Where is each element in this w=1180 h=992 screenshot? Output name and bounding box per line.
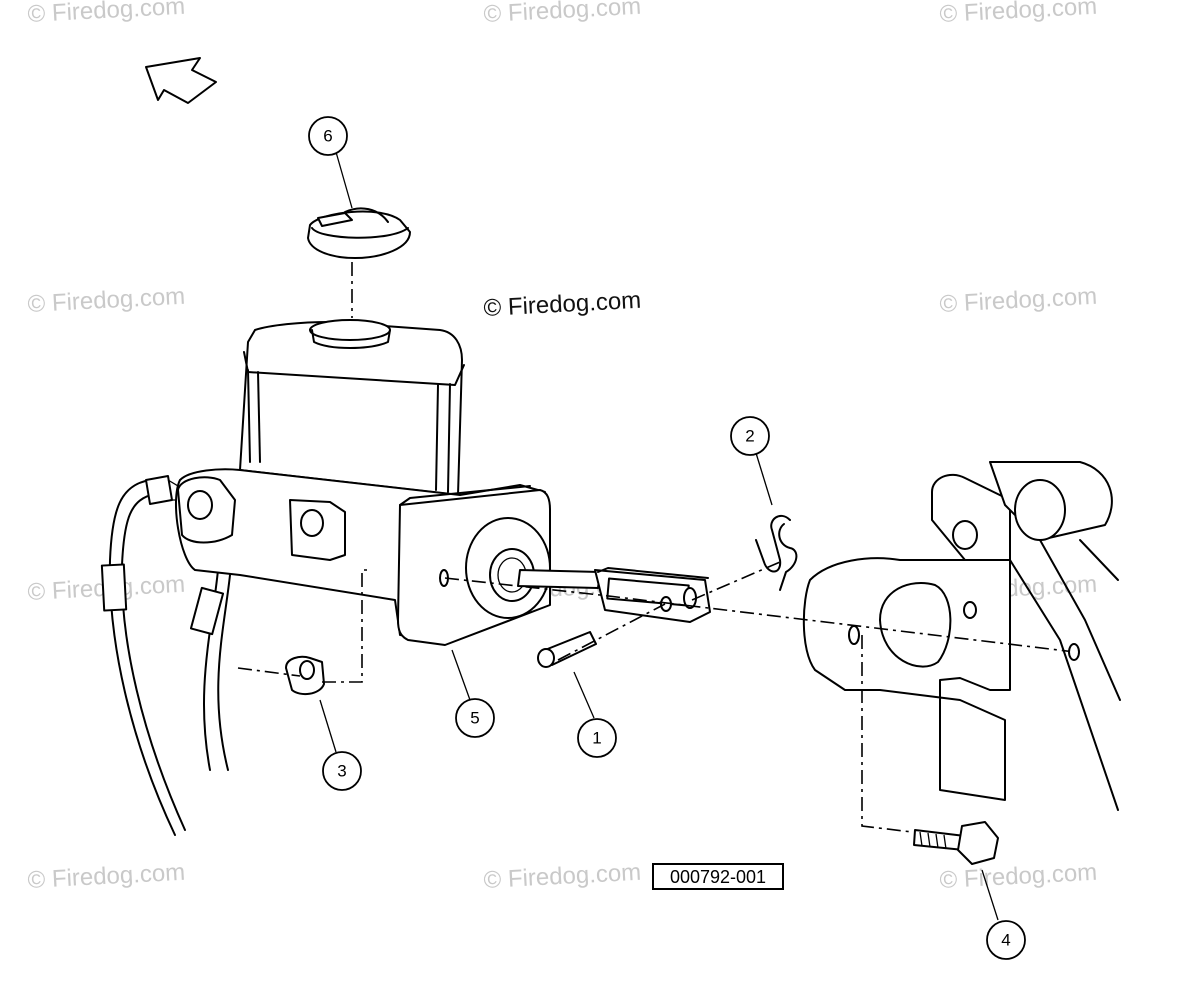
figure-reference: 000792-001 (652, 863, 784, 890)
svg-text:5: 5 (470, 709, 479, 728)
brake-line-left (100, 475, 186, 836)
svg-text:000792-001: 000792-001 (670, 867, 766, 887)
hole-marker (1068, 643, 1080, 661)
watermark: © Firedog.com (27, 283, 186, 318)
callout-5[interactable]: 5 (455, 698, 495, 738)
callout-6[interactable]: 6 (308, 116, 348, 156)
watermark: © Firedog.com (939, 283, 1098, 318)
watermark: © Firedog.com (939, 859, 1098, 894)
direction-arrow-icon (145, 57, 217, 104)
clevis (594, 567, 711, 623)
watermark: © Firedog.com (27, 0, 186, 28)
watermark: © Firedog.com (483, 859, 642, 894)
watermark-main: © Firedog.com (483, 287, 642, 322)
master-cylinder (174, 319, 601, 646)
svg-text:2: 2 (745, 427, 754, 446)
reservoir-cap (307, 207, 411, 259)
hairpin-clip (755, 514, 798, 591)
assembly-lines (237, 262, 1076, 833)
callout-leaders (319, 151, 999, 921)
callout-4[interactable]: 4 (986, 920, 1026, 960)
svg-text:1: 1 (592, 729, 601, 748)
svg-text:4: 4 (1001, 931, 1010, 950)
bolt (913, 821, 999, 865)
svg-text:6: 6 (323, 127, 332, 146)
callout-2[interactable]: 2 (730, 416, 770, 456)
watermarks: © Firedog.com © Firedog.com © Firedog.co… (27, 0, 1098, 894)
pedal-bracket (802, 461, 1121, 811)
watermark: © Firedog.com (483, 0, 642, 28)
watermark: © Firedog.com (27, 859, 186, 894)
callout-1[interactable]: 1 (577, 718, 617, 758)
callout-3[interactable]: 3 (322, 751, 362, 791)
svg-text:3: 3 (337, 762, 346, 781)
flange-nut (285, 655, 325, 696)
watermark: © Firedog.com (939, 0, 1098, 28)
clevis-pin (537, 631, 597, 668)
